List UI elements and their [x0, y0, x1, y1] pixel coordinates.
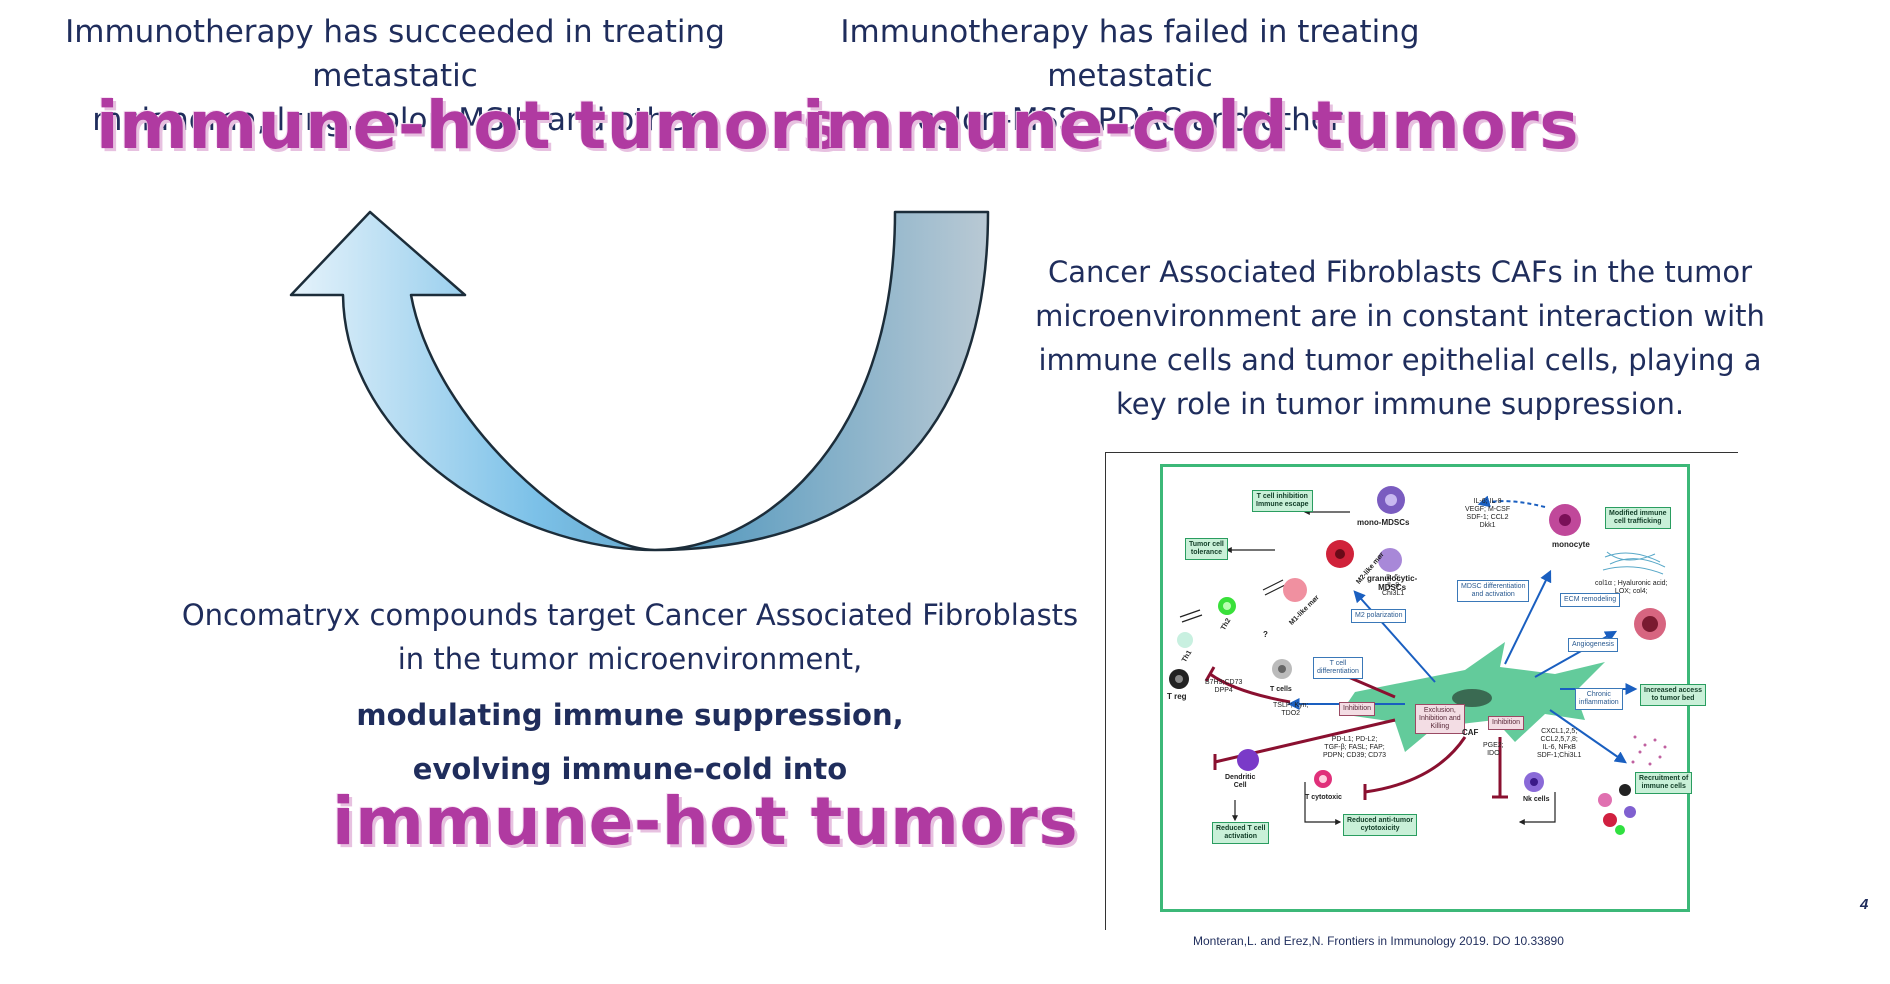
- label-caf: CAF: [1462, 728, 1479, 737]
- oncomatryx-line1: Oncomatryx compounds target Cancer Assoc…: [181, 598, 1079, 632]
- caf-cell-shape: [1340, 642, 1605, 752]
- label-ecm-factors: col1α ; Hyaluronic acid; LOX; col4;: [1595, 580, 1668, 595]
- chemokine-dots: [1631, 735, 1667, 766]
- label-il6-il8-vegf: IL-6; IL-8 VEGF; M-CSF SDF-1; CCL2 Dkk1: [1465, 498, 1511, 529]
- label-nk-cells: Nk cells: [1523, 796, 1550, 803]
- left-header-text: Immunotherapy has succeeded in treating …: [30, 10, 760, 142]
- box-inhibition-right: Inhibition: [1488, 716, 1525, 730]
- left-header-big-title: immune-hot tumors: [96, 87, 843, 164]
- oncomatryx-line2: in the tumor microenvironment,: [397, 642, 863, 676]
- label-monocyte: monocyte: [1552, 540, 1590, 549]
- oncomatryx-big-title: immune-hot tumors: [332, 783, 1079, 860]
- ecm-fibers: [1602, 551, 1666, 575]
- label-dendritic-cell: Dendritic Cell: [1225, 774, 1256, 789]
- label-pge2: PGE2; IDO: [1483, 742, 1504, 757]
- box-angiogenesis: Angiogenesis: [1568, 638, 1619, 652]
- box-reduced-cytotoxicity: Reduced anti-tumor cytotoxicity: [1343, 814, 1418, 836]
- caf-interaction-diagram: T cell inhibition Immune escape Tumor ce…: [1105, 452, 1738, 930]
- label-t-reg: T reg: [1167, 692, 1187, 701]
- figure-citation: Monteran,L. and Erez,N. Frontiers in Imm…: [1193, 934, 1564, 948]
- oncomatryx-line4: evolving immune-cold into: [412, 752, 848, 786]
- box-t-cell-inhibition: T cell inhibition Immune escape: [1252, 490, 1313, 512]
- label-pd-l1: PD-L1; PD-L2; TGF-β; FASL; FAP; PDPN; CD…: [1323, 736, 1387, 759]
- caf-line2: microenvironment are in constant interac…: [1035, 299, 1765, 333]
- oncomatryx-line3: modulating immune suppression,: [356, 698, 904, 732]
- box-increased-access: Increased access to tumor bed: [1640, 684, 1706, 706]
- box-mdsc-differentiation: MDSC differentiation and activation: [1457, 580, 1530, 602]
- right-header-text: Immunotherapy has failed in treating met…: [790, 10, 1470, 142]
- caf-line4: key role in tumor immune suppression.: [1115, 387, 1685, 421]
- box-exclusion-killing: Exclusion, Inhibition and Killing: [1415, 704, 1465, 734]
- label-t-cytotoxic: T cytotoxic: [1305, 794, 1342, 801]
- label-granulocytic-mdscs: granulocytic- MDSCs: [1367, 574, 1418, 592]
- immune-cells: [1169, 486, 1666, 835]
- right-header-big-title: immune-cold tumors: [802, 87, 1580, 164]
- box-t-cell-differentiation: T cell differentiation: [1313, 657, 1363, 679]
- page-number: 4: [1860, 896, 1869, 913]
- box-modified-trafficking: Modified immune cell trafficking: [1605, 507, 1671, 529]
- right-header-line2: colon-MSS, PDAC and other: [917, 102, 1343, 138]
- label-question: ?: [1263, 630, 1268, 639]
- figure-top-rule: [1105, 452, 1738, 453]
- curved-arrow: [289, 210, 990, 552]
- left-header-line2: melanoma, lung, colon-MSIH and other: [92, 102, 698, 138]
- label-tslp: TSLP; Kyn; TDO2: [1273, 702, 1309, 717]
- label-mono-mdscs: mono-MDSCs: [1357, 518, 1410, 527]
- caf-line1: Cancer Associated Fibroblasts CAFs in th…: [1047, 255, 1753, 289]
- box-ecm-remodeling: ECM remodeling: [1560, 593, 1621, 607]
- box-reduced-t-activation: Reduced T cell activation: [1212, 822, 1270, 844]
- box-m2-polarization: M2 polarization: [1351, 609, 1407, 623]
- right-header-line1: Immunotherapy has failed in treating met…: [840, 14, 1420, 94]
- caf-description: Cancer Associated Fibroblasts CAFs in th…: [1025, 250, 1775, 426]
- figure-left-rule: [1105, 452, 1106, 930]
- oncomatryx-text: Oncomatryx compounds target Cancer Assoc…: [180, 593, 1080, 791]
- left-header-line1: Immunotherapy has succeeded in treating …: [65, 14, 725, 94]
- label-t-cells: T cells: [1270, 686, 1292, 693]
- label-il6-il8-chi3l1: IL-6; IL-8 Chi3L1: [1382, 574, 1405, 597]
- box-inhibition-left: Inhibition: [1339, 702, 1376, 716]
- curved-arrow-shape: [289, 210, 990, 552]
- box-tumor-tolerance: Tumor cell tolerance: [1185, 538, 1228, 560]
- caf-line3: immune cells and tumor epithelial cells,…: [1038, 343, 1762, 377]
- label-cxcl: CXCL1,2,5; CCL2,5,7,8; IL-6, NFκB SDF-1;…: [1537, 728, 1582, 759]
- label-b7h3: B7H3;CD73 DPP4: [1205, 679, 1243, 694]
- box-chronic-inflammation: Chronic inflammation: [1575, 688, 1623, 710]
- box-recruitment: Recruitment of immune cells: [1635, 772, 1693, 794]
